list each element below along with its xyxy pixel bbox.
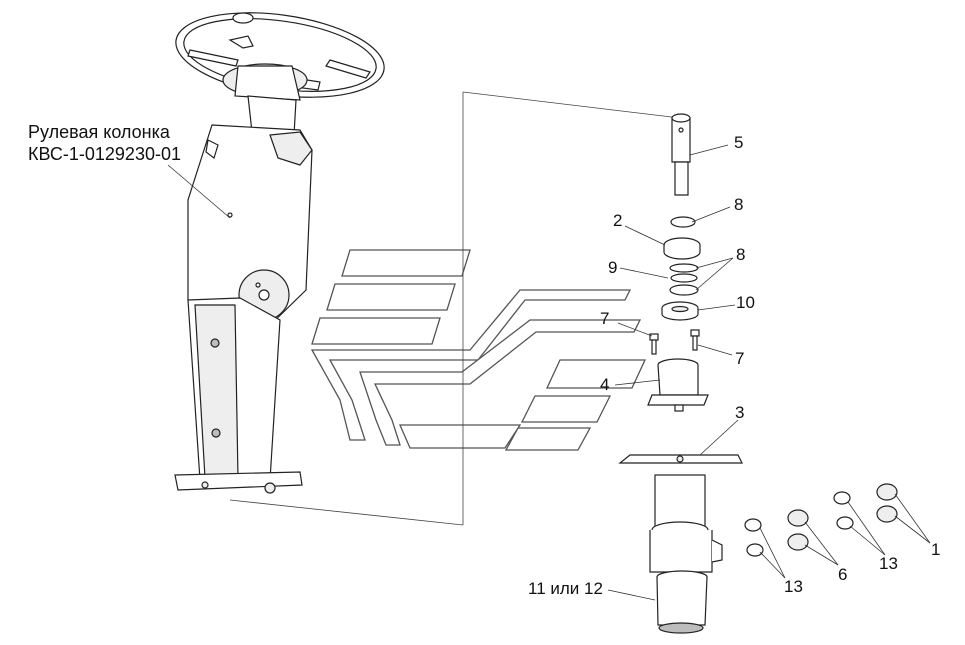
callout-6: 6 bbox=[838, 565, 847, 584]
callout-7-right: 7 bbox=[735, 349, 744, 368]
part-8-ring-top bbox=[670, 216, 696, 228]
part-7-bolt-left bbox=[649, 333, 659, 355]
part-4-housing bbox=[647, 358, 709, 412]
part-3-plate bbox=[618, 454, 743, 464]
part-13-seals-right bbox=[833, 491, 854, 530]
callout-4: 4 bbox=[600, 375, 609, 394]
callout-7-left: 7 bbox=[600, 309, 609, 328]
part-1-fittings bbox=[876, 483, 898, 523]
callout-labels: 5 8 2 8 9 10 7 7 4 3 1 13 6 13 11 или 12 bbox=[528, 133, 940, 598]
part-5-shaft bbox=[671, 113, 691, 196]
part-8-rings-mid bbox=[669, 263, 699, 296]
callout-13-right: 13 bbox=[879, 554, 898, 573]
callout-2: 2 bbox=[613, 211, 622, 230]
part-6-fittings bbox=[787, 509, 809, 551]
title-line-1: Рулевая колонка bbox=[28, 122, 171, 142]
title-label: Рулевая колонка КВС-1-0129230-01 bbox=[28, 122, 181, 164]
callout-3: 3 bbox=[735, 403, 744, 422]
callout-11-12: 11 или 12 bbox=[528, 579, 603, 598]
callout-8-mid: 8 bbox=[736, 245, 745, 264]
assembly-frame bbox=[229, 91, 681, 526]
callout-5: 5 bbox=[734, 133, 743, 152]
callout-1: 1 bbox=[931, 540, 940, 559]
title-line-2: КВС-1-0129230-01 bbox=[28, 144, 181, 164]
callout-13-left: 13 bbox=[784, 577, 803, 596]
callout-8-top: 8 bbox=[734, 195, 743, 214]
part-7-bolt-right bbox=[690, 329, 700, 351]
steering-wheel bbox=[175, 12, 385, 101]
watermark-logo bbox=[310, 249, 647, 451]
part-10-bearing bbox=[661, 301, 699, 321]
part-2-bushing bbox=[663, 237, 701, 260]
part-13-seals-left bbox=[744, 518, 764, 557]
callout-9: 9 bbox=[608, 258, 617, 277]
steering-column bbox=[174, 95, 313, 494]
callout-10: 10 bbox=[736, 293, 755, 312]
leader-lines bbox=[167, 144, 931, 601]
part-11-12-pump bbox=[649, 474, 723, 634]
